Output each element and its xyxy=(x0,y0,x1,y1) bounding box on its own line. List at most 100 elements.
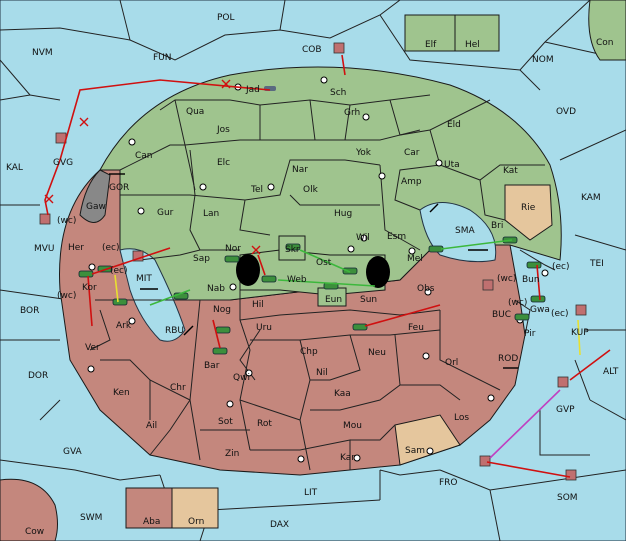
label-tel: Tel xyxy=(250,185,263,195)
label-jos: Jos xyxy=(216,125,230,135)
label-buc: BUC xyxy=(492,310,511,320)
region-strait[interactable] xyxy=(239,249,386,296)
label-rod: ROD xyxy=(498,354,518,364)
label-gwa-wc: (wc) xyxy=(508,298,527,308)
label-sap: Sap xyxy=(193,254,210,264)
label-her: Her xyxy=(68,243,84,253)
label-olk: Olk xyxy=(303,185,319,195)
label-mvu-wc: (wc) xyxy=(57,216,76,226)
orders xyxy=(44,54,611,478)
label-sot: Sot xyxy=(218,417,233,427)
label-nvm: NVM xyxy=(32,48,53,58)
label-fro: FRO xyxy=(439,478,458,488)
label-neu: Neu xyxy=(368,348,386,358)
label-gor: GOR xyxy=(109,183,129,193)
supply-centers xyxy=(87,76,549,463)
label-bun-ec: (ec) xyxy=(552,262,570,272)
label-ark: Ark xyxy=(116,321,132,331)
region-rie[interactable] xyxy=(504,184,553,241)
label-fun: FUN xyxy=(153,53,172,63)
label-nom: NOM xyxy=(532,55,554,65)
label-nog: Nog xyxy=(213,305,231,315)
label-nar: Nar xyxy=(292,165,308,175)
label-bun: Bun xyxy=(522,275,540,285)
label-gwa: Gwa xyxy=(530,305,550,315)
label-mit: MIT xyxy=(136,274,152,284)
inner-labels: Jad Sch Qua Jos Grh Eld Can Yok Car Uta … xyxy=(68,85,550,463)
region-gaw[interactable] xyxy=(79,169,111,223)
region-hel[interactable] xyxy=(454,14,500,52)
label-sma: SMA xyxy=(455,226,475,236)
label-gwa-ec: (ec) xyxy=(551,309,569,319)
label-cow: Cow xyxy=(25,527,44,537)
coast-labels: (wc) (ec) (ec) (wc) (wc) (ec) (wc) (ec) xyxy=(57,216,570,319)
label-rie: Rie xyxy=(521,203,536,213)
label-aba: Aba xyxy=(143,517,160,527)
label-bun-wc: (wc) xyxy=(497,274,516,284)
strait-west-block xyxy=(236,254,260,286)
label-alt: ALT xyxy=(603,367,619,377)
label-mvu: MVU xyxy=(34,244,55,254)
label-sam: Sam xyxy=(405,446,425,456)
label-pir: Pir xyxy=(524,329,536,339)
units xyxy=(39,42,587,481)
label-pol: POL xyxy=(217,13,235,23)
label-car: Car xyxy=(404,148,420,158)
label-con: Con xyxy=(596,38,614,48)
label-qua: Qua xyxy=(186,107,204,117)
region-aba[interactable] xyxy=(125,487,173,529)
region-con[interactable] xyxy=(588,0,626,61)
label-uru: Uru xyxy=(256,323,272,333)
label-bri: Bri xyxy=(491,221,503,231)
label-wil: Wil xyxy=(356,233,370,243)
label-hel: Hel xyxy=(465,40,480,50)
sea-mit[interactable] xyxy=(119,248,186,342)
region-cow[interactable] xyxy=(0,478,58,541)
label-web: Web xyxy=(287,275,307,285)
label-skr: Skr xyxy=(285,245,300,255)
label-mou: Mou xyxy=(343,421,362,431)
label-kor-wc: (wc) xyxy=(57,291,76,301)
label-obs: Obs xyxy=(417,284,435,294)
label-ark-ec: (ec) xyxy=(110,266,128,276)
label-zin: Zin xyxy=(225,449,239,459)
label-nil: Nil xyxy=(316,368,328,378)
label-dax: DAX xyxy=(270,520,289,530)
label-hil: Hil xyxy=(252,300,264,310)
label-tei: TEI xyxy=(589,259,604,269)
label-elc: Elc xyxy=(217,158,230,168)
label-lan: Lan xyxy=(203,209,219,219)
label-jad: Jad xyxy=(245,85,260,95)
label-esm: Esm xyxy=(387,232,406,242)
label-qwi: Qwi xyxy=(233,373,250,383)
label-dor: DOR xyxy=(28,371,48,381)
label-hug: Hug xyxy=(334,209,352,219)
label-som: SOM xyxy=(557,493,578,503)
region-borders xyxy=(89,94,556,471)
label-gva: GVA xyxy=(63,447,83,457)
label-lit: LIT xyxy=(304,488,318,498)
region-orn[interactable] xyxy=(171,487,219,529)
label-uta: Uta xyxy=(444,160,460,170)
label-gvp: GVP xyxy=(556,405,575,415)
label-kaa: Kaa xyxy=(334,389,351,399)
label-nab: Nab xyxy=(207,284,225,294)
label-kam: KAM xyxy=(581,193,601,203)
label-gur: Gur xyxy=(157,208,174,218)
region-sam[interactable] xyxy=(394,414,461,466)
label-yok: Yok xyxy=(355,148,372,158)
label-rbu: RBU xyxy=(165,326,184,336)
label-ken: Ken xyxy=(113,388,130,398)
strait-east-block xyxy=(366,256,390,288)
label-orn: Orn xyxy=(188,517,204,527)
label-sun: Sun xyxy=(360,295,377,305)
label-elf: Elf xyxy=(425,40,437,50)
label-bar: Bar xyxy=(204,361,220,371)
label-sch: Sch xyxy=(330,88,346,98)
outer-labels: POL NVM FUN COB NOM Con Elf Hel OVD KAL … xyxy=(6,13,619,537)
label-orl: Orl xyxy=(445,358,458,368)
label-gaw: Gaw xyxy=(86,202,106,212)
label-ail: Ail xyxy=(146,421,157,431)
